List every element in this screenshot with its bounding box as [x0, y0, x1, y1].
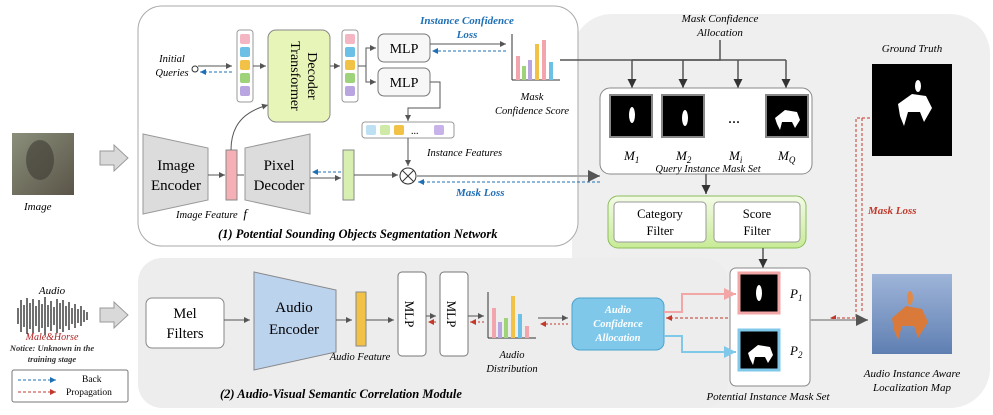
potential-instance-mask-set-label: Potential Instance Mask Set	[705, 391, 830, 403]
mlp-top-label: MLP	[390, 42, 419, 57]
legend-box	[11, 369, 129, 403]
notice-label-1: Notice: Unknown in the	[9, 343, 95, 353]
mask-confidence-score-chart	[511, 34, 560, 81]
audio-mlp-2-block	[439, 271, 469, 357]
instance-confidence-loss-label-1: Instance Confidence	[419, 15, 514, 27]
audio-distribution-chart	[487, 292, 536, 339]
image-label: Image	[23, 201, 52, 213]
svg-text:...: ...	[411, 126, 419, 137]
category-filter-label-1: Category	[637, 207, 684, 221]
score-filter-label-2: Filter	[743, 224, 771, 238]
image-feature-label: Image Feature f	[175, 206, 249, 221]
audio-mlp-1-block	[397, 271, 427, 357]
mask-mi: Mi	[728, 148, 743, 165]
audio-encoder-label-2: Encoder	[269, 322, 319, 338]
score-filter-label-1: Score	[743, 207, 772, 221]
mel-filters-label-1: Mel	[173, 306, 196, 322]
audio-waveform	[17, 297, 88, 335]
audio-conf-label-1: Audio	[604, 305, 631, 316]
pixel-decoder-label-2: Decoder	[254, 178, 305, 194]
pixel-decoder-label-1: Pixel	[264, 158, 295, 174]
audio-label: Audio	[38, 285, 66, 297]
p2-label: P2	[789, 343, 803, 360]
initial-queries-label-1: Initial	[158, 54, 185, 65]
mask-confidence-allocation-label-1: Mask Confidence	[681, 13, 759, 25]
audio-distribution-label-2: Distribution	[485, 364, 537, 375]
category-filter-label-2: Filter	[646, 224, 674, 238]
pixel-decoder-block	[244, 133, 311, 215]
audio-mlp-1-label: MLP	[402, 301, 417, 328]
pixel-feature-bar	[342, 149, 355, 201]
audio-encoder-label-1: Audio	[275, 300, 313, 316]
localization-map-label-2: Localization Map	[872, 382, 951, 394]
mlp-bottom-label: MLP	[390, 76, 419, 91]
instance-features-label: Instance Features	[426, 148, 502, 159]
audio-mlp-2-label: MLP	[444, 301, 459, 328]
legend-back-label: Back	[82, 375, 102, 385]
legend-propagation-label: Propagation	[66, 388, 112, 398]
audio-distribution-label-1: Audio	[498, 350, 524, 361]
svg-text:...: ...	[728, 110, 740, 127]
audio-feature-label: Audio Feature	[329, 352, 391, 363]
audio-conf-label-2: Confidence	[593, 319, 643, 330]
mask-loss-red-label: Mask Loss	[867, 205, 917, 217]
image-feature-bar	[225, 149, 238, 201]
mask-confidence-score-label-2: Confidence Score	[495, 106, 569, 117]
image-encoder-label-1: Image	[157, 158, 195, 174]
transformer-decoder-label-2: Decoder	[304, 52, 319, 100]
category-filter-block	[613, 201, 707, 243]
transformer-decoder-block	[267, 29, 331, 123]
mask-confidence-score-label-1: Mask	[520, 92, 544, 103]
audio-input-arrow	[99, 300, 129, 330]
localization-map-label-1: Audio Instance Aware	[863, 368, 961, 380]
module2-title: (2) Audio-Visual Semantic Correlation Mo…	[220, 387, 462, 401]
male-horse-label: Male&Horse	[25, 332, 79, 343]
initial-queries-label-2: Queries	[155, 68, 188, 79]
notice-label-2: training stage	[28, 354, 77, 364]
module1-title: (1) Potential Sounding Objects Segmentat…	[218, 227, 498, 241]
p1-label: P1	[789, 286, 802, 303]
mel-filters-label-2: Filters	[166, 326, 203, 342]
mel-filters-block	[145, 297, 225, 349]
audio-encoder-block	[253, 271, 337, 371]
score-filter-block	[713, 201, 801, 243]
image-encoder-label-2: Encoder	[151, 178, 201, 194]
image-input-arrow	[99, 143, 129, 173]
instance-confidence-loss-label-2: Loss	[456, 29, 478, 41]
query-instance-mask-set-label: Query Instance Mask Set	[655, 164, 761, 175]
audio-confidence-allocation-block	[571, 297, 665, 351]
mask-confidence-allocation-label-2: Allocation	[696, 27, 743, 39]
audio-conf-label-3: Allocation	[595, 333, 641, 344]
mask-m1: M1	[623, 148, 639, 165]
image-encoder-block	[142, 133, 209, 215]
mask-mq: MQ	[777, 148, 796, 165]
mask-m2: M2	[675, 148, 692, 165]
transformer-decoder-label-1: Transformer	[287, 41, 302, 111]
mask-loss-blue-label: Mask Loss	[455, 187, 505, 199]
audio-feature-bar	[355, 291, 367, 347]
ground-truth-label: Ground Truth	[882, 43, 943, 55]
initial-queries-node	[191, 65, 199, 73]
mlp-top-block	[377, 33, 431, 63]
